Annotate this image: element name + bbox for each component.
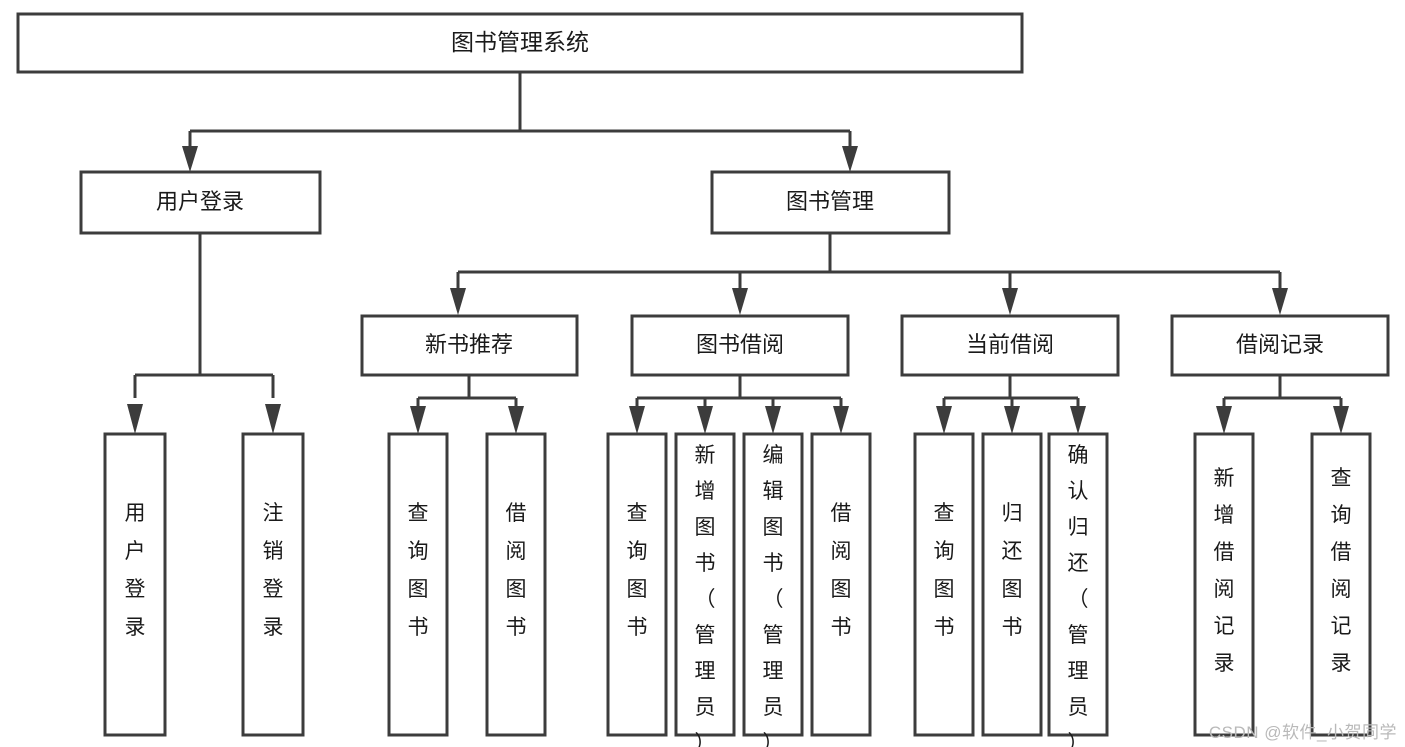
node-leaf-query-book-b-label: 查询图书 xyxy=(627,502,648,639)
node-leaf-add-record[interactable]: 新增借阅记录 xyxy=(1193,432,1255,737)
node-leaf-return-book-label: 归还图书 xyxy=(1002,502,1023,639)
node-book-manage-label: 图书管理 xyxy=(786,189,874,214)
node-leaf-query-book-a[interactable]: 查询图书 xyxy=(387,432,449,737)
node-leaf-edit-book-label: 编辑图书（管理员） xyxy=(763,444,784,747)
node-leaf-add-book[interactable]: 新增图书（管理员） xyxy=(674,432,736,747)
node-borrow-record-label: 借阅记录 xyxy=(1236,332,1324,357)
connector-bookborrow-to-leaves xyxy=(629,375,849,434)
node-book-manage[interactable]: 图书管理 xyxy=(710,170,951,235)
node-leaf-query-book-b[interactable]: 查询图书 xyxy=(606,432,668,737)
node-book-borrow[interactable]: 图书借阅 xyxy=(630,314,850,377)
node-leaf-borrow-book-a-label: 借阅图书 xyxy=(506,502,527,639)
node-leaf-add-record-label: 新增借阅记录 xyxy=(1214,467,1235,675)
node-new-book-rec[interactable]: 新书推荐 xyxy=(360,314,579,377)
node-leaf-borrow-book-b[interactable]: 借阅图书 xyxy=(810,432,872,737)
connector-currentborrow-to-leaves xyxy=(936,375,1086,434)
node-leaf-query-record[interactable]: 查询借阅记录 xyxy=(1310,432,1372,737)
node-leaf-confirm-return[interactable]: 确认归还（管理员） xyxy=(1047,432,1109,747)
node-leaf-logout[interactable]: 注销登录 xyxy=(241,432,305,737)
node-leaf-borrow-book-b-label: 借阅图书 xyxy=(831,502,852,639)
node-root-label: 图书管理系统 xyxy=(451,29,589,55)
node-current-borrow[interactable]: 当前借阅 xyxy=(900,314,1120,377)
connector-borrowrecord-to-leaves xyxy=(1216,375,1349,434)
node-leaf-query-book-a-label: 查询图书 xyxy=(408,502,429,639)
node-root[interactable]: 图书管理系统 xyxy=(16,12,1024,74)
node-leaf-user-login-label: 用户登录 xyxy=(125,502,146,639)
node-leaf-confirm-return-label: 确认归还（管理员） xyxy=(1068,444,1089,747)
node-leaf-query-record-label: 查询借阅记录 xyxy=(1331,467,1352,675)
node-borrow-record[interactable]: 借阅记录 xyxy=(1170,314,1390,377)
connector-userlogin-to-leaves xyxy=(127,233,281,434)
node-user-login[interactable]: 用户登录 xyxy=(79,170,322,235)
connector-root-to-level2 xyxy=(182,72,858,172)
node-new-book-rec-label: 新书推荐 xyxy=(425,332,513,357)
node-leaf-user-login[interactable]: 用户登录 xyxy=(103,432,167,737)
connector-newbookrec-to-leaves xyxy=(410,375,524,434)
node-leaf-query-book-c-label: 查询图书 xyxy=(934,502,955,639)
connector-bookmanage-to-level3 xyxy=(450,233,1288,315)
node-leaf-add-book-label: 新增图书（管理员） xyxy=(695,444,716,747)
node-leaf-edit-book[interactable]: 编辑图书（管理员） xyxy=(742,432,804,747)
node-current-borrow-label: 当前借阅 xyxy=(966,332,1054,357)
node-leaf-return-book[interactable]: 归还图书 xyxy=(981,432,1043,737)
node-book-borrow-label: 图书借阅 xyxy=(696,332,784,357)
node-leaf-logout-label: 注销登录 xyxy=(263,502,284,639)
node-leaf-borrow-book-a[interactable]: 借阅图书 xyxy=(485,432,547,737)
node-user-login-label: 用户登录 xyxy=(156,189,244,214)
node-leaf-query-book-c[interactable]: 查询图书 xyxy=(913,432,975,737)
